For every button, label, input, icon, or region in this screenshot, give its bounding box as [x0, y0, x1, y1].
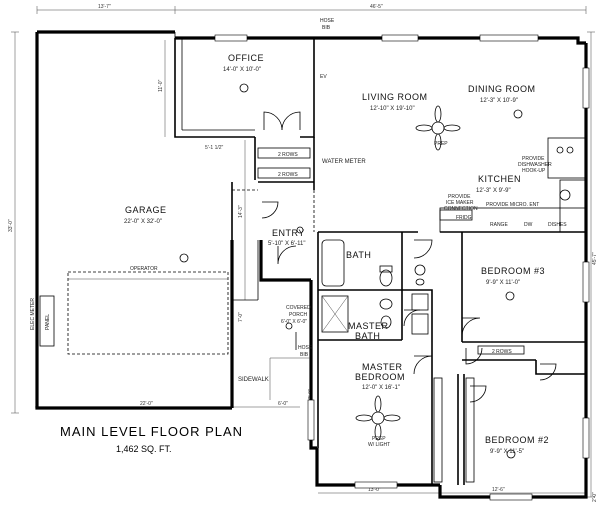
living-fan-icon [415, 105, 461, 151]
dining-dims: 12'-3" X 10'-9" [480, 98, 518, 104]
hose-bib-top-1: HOSE [320, 18, 335, 24]
dim-entry-side: 14'-3" [238, 205, 244, 218]
office-name: OFFICE [228, 53, 264, 63]
dim-bottom-garage: 22'-0" [140, 401, 153, 407]
bed3-dims: 9'-9" X 11'-0" [486, 280, 520, 286]
plan-title: MAIN LEVEL FLOOR PLAN [60, 424, 243, 439]
fridge-label: FRIDG [456, 215, 472, 221]
bath-fixtures [321, 239, 429, 335]
elec-meter-label: ELEC METER [30, 298, 36, 330]
water-meter-label: WATER METER [322, 159, 366, 165]
plan-area: 1,462 SQ. FT. [116, 444, 172, 454]
provide-dw-2: DISHWASHER [518, 162, 552, 168]
living-name: LIVING ROOM [362, 92, 428, 102]
room-labels: OFFICE 14'-0" X 10'-0" LIVING ROOM 12'-1… [124, 53, 549, 455]
provide-ice-3: CONNECTION [444, 206, 478, 212]
provide-dw-1: PROVIDE [522, 156, 545, 162]
doors [261, 111, 557, 403]
porch-dims: 6'-0" X 6'-0" [281, 319, 307, 325]
ceiling-fans [355, 105, 461, 441]
master-bed-name-1: MASTER [362, 362, 403, 372]
kitchen-name: KITCHEN [478, 174, 521, 184]
office-dims: 14'-0" X 10'-0" [223, 67, 261, 73]
dim-closet: 5'-1 1/2" [205, 145, 224, 151]
panel-label: PANEL [45, 314, 51, 330]
hose-bib-side-1: HOSE [298, 345, 313, 351]
plan-title-block: MAIN LEVEL FLOOR PLAN 1,462 SQ. FT. [60, 424, 243, 454]
dim-top-left: 13'-7" [98, 4, 111, 10]
prep-label: PREP [434, 141, 448, 147]
prep-light-1: PREP [372, 436, 386, 442]
dim-office-side: 11'-0" [158, 79, 164, 92]
dim-left-side: 33'-0" [8, 219, 14, 232]
bed2-light-icon [506, 449, 516, 459]
entry-name: ENTRY [272, 228, 305, 238]
dishes-label: DISHES [548, 222, 567, 228]
garage-name: GARAGE [125, 205, 167, 215]
master-bath-name-2: BATH [355, 331, 380, 341]
living-dims: 12'-10" X 19'-10" [370, 106, 415, 112]
dim-top-right: 46'-5" [370, 4, 383, 10]
porch-name-2: PORCH [289, 312, 307, 318]
shelf-label-3: 2 ROWS [492, 349, 512, 355]
shelf-label-2: 2 ROWS [278, 172, 298, 178]
bed3-name: BEDROOM #3 [481, 266, 545, 276]
master-fan-icon [355, 395, 401, 441]
bed3-light-icon [505, 291, 515, 301]
kitchen-counters [439, 137, 587, 233]
range-label: RANGE [490, 222, 508, 228]
office-light-icon [239, 83, 249, 93]
dim-porch-side: 7'-0" [238, 312, 244, 322]
provide-ice-2: ICE MAKER [446, 200, 474, 206]
provide-ice-1: PROVIDE [448, 194, 471, 200]
master-bed-name-2: BEDROOM [355, 372, 405, 382]
porch-name-1: COVERED [286, 305, 311, 311]
provide-dw-3: HOOK-UP [522, 168, 546, 174]
light-fixtures [179, 83, 523, 459]
master-bed-dims: 12'-0" X 16'-1" [362, 385, 400, 391]
dim-right-lower: 2'-0" [592, 492, 598, 502]
dim-bottom-porch: 6'-0" [278, 401, 288, 407]
dim-bottom-bed2: 12'-6" [492, 487, 505, 493]
entry-dims: 5'-10" X 6'-11" [268, 241, 305, 247]
hose-bib-top-2: BIB [322, 25, 331, 31]
bed2-dims: 9'-9" X 11'-5" [490, 449, 524, 455]
operator-label: OPERATOR [130, 266, 158, 272]
bed2-name: BEDROOM #2 [485, 435, 549, 445]
misc-labels: WATER METER HOSE BIB HOSE BIB OPERATOR S… [30, 18, 567, 448]
porch-light-icon [285, 322, 293, 330]
dim-right-side: 45'-7" [592, 252, 598, 265]
garage-light-icon [179, 253, 189, 263]
shelf-label-1: 2 ROWS [278, 152, 298, 158]
kitchen-dims: 12'-3" X 9'-9" [476, 188, 511, 194]
hose-bib-side-2: BIB [300, 352, 309, 358]
garage-door [39, 240, 310, 400]
prep-light-2: W/ LIGHT [368, 442, 390, 448]
bath-name: BATH [346, 250, 371, 260]
master-bath-name-1: MASTER [348, 321, 389, 331]
ev-label: EV [320, 74, 327, 80]
garage-dims: 22'-0" X 32'-0" [124, 219, 162, 225]
dining-light-icon [513, 109, 523, 119]
entry-light-icon [296, 226, 304, 234]
windows [214, 34, 590, 501]
dim-bottom-master: 13'-0" [368, 487, 381, 493]
dining-name: DINING ROOM [468, 84, 536, 94]
provide-micro: PROVIDE MICRO. ENT [486, 202, 539, 208]
sidewalk-label: SIDEWALK [238, 377, 269, 383]
exterior-walls [35, 30, 588, 499]
dw-label: DW [524, 222, 533, 228]
